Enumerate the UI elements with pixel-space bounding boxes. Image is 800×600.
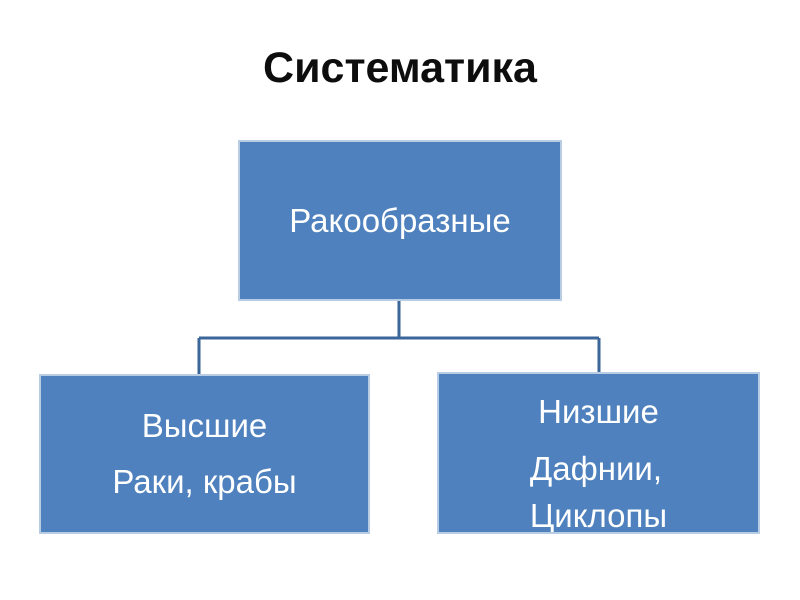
node-right-line-3: Циклопы xyxy=(529,497,668,534)
node-vysshie[interactable]: Высшие Раки, крабы xyxy=(39,374,370,534)
node-root-line-1: Ракообразные xyxy=(289,201,511,239)
page-title: Систематика xyxy=(263,44,537,92)
node-nizshie[interactable]: Низшие Дафнии, Циклопы xyxy=(437,372,760,534)
node-right-line-1: Низшие xyxy=(538,393,659,430)
node-right-line-2: Дафнии, xyxy=(529,450,662,487)
node-rakoobraznye[interactable]: Ракообразные xyxy=(238,140,562,301)
node-left-line-2: Раки, крабы xyxy=(112,463,297,500)
node-left-line-1: Высшие xyxy=(141,407,268,444)
node-right-subspecies: Дафнии, Циклопы xyxy=(529,445,668,534)
